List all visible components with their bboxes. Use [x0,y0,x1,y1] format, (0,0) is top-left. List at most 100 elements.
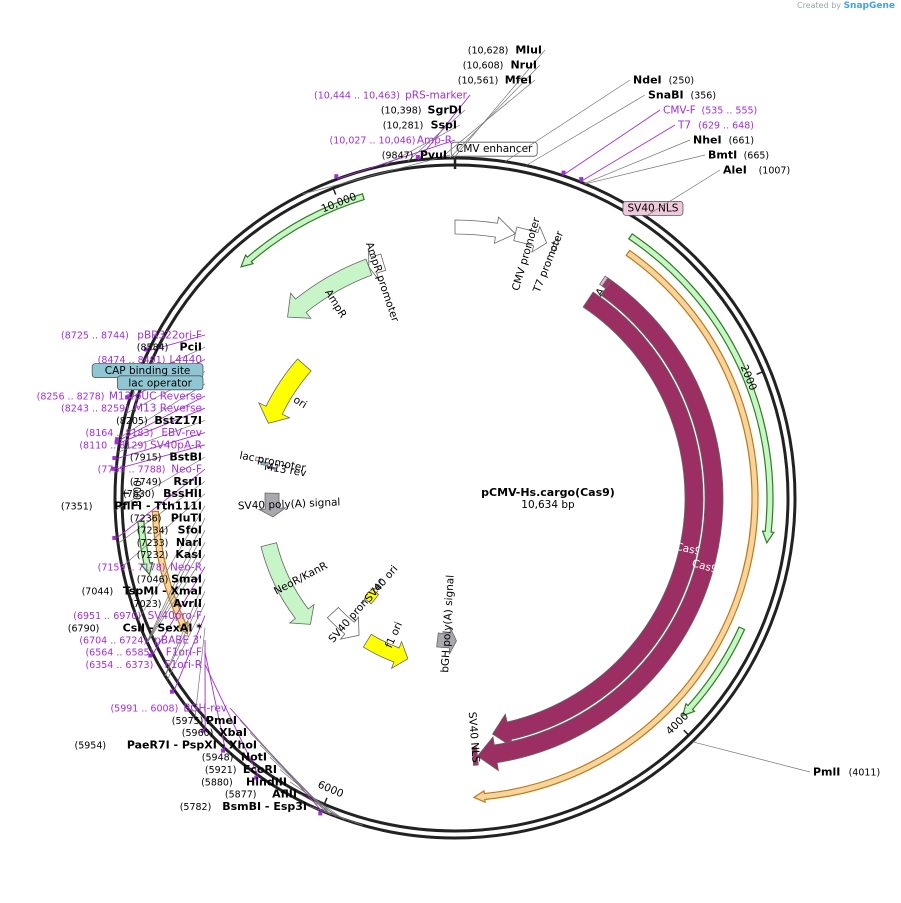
site-name: T7 [677,120,691,132]
site-sfoi: SfoI(7234) [137,524,202,537]
site-name: KasI [175,548,202,561]
site-name: SV40pro-F [148,610,202,622]
primer-mark [114,440,119,445]
feature-cas9-inner [491,291,704,749]
site-position: (5877) [225,790,257,801]
site-name: SfoI [178,524,202,537]
site-name: NheI [693,134,722,147]
site-position: (5880) [201,777,233,788]
feature-label-ampr-promoter: AmpR promoter [363,241,401,325]
site-name: BGH-rev [183,703,227,715]
site-name: BstZ17I [154,414,202,427]
primer-mark [143,347,148,352]
site-pvui: PvuI(9847) [382,149,447,162]
site-pmli: PmlI(4011) [813,766,880,779]
primer-mark [169,689,174,694]
site-name: HindIII [246,775,287,788]
site-position: (6790) [68,623,100,634]
site-name: SnaBI [648,89,684,102]
site-name: TspMI - XmaI [123,585,202,598]
site-position: (5991 .. 6008) [110,704,178,715]
site-position: (8584) [137,343,169,354]
leader-amp-r [337,139,456,180]
site-position: (8110 .. 8129) [79,440,147,451]
site-cmv-f: CMV-F(535 .. 555) [663,105,757,117]
primer-mark [318,811,323,816]
site-ebv-rev: EBV-rev (8164 .. 8183) [85,427,202,439]
site-position: (7232) [137,550,169,561]
site-name: NruI [510,59,537,72]
site-name: F1ori-R [165,659,202,671]
tick-label: 2000 [738,363,759,392]
site-t7: T7 (629 .. 648) [677,120,754,132]
site-position: (8164 .. 8183) [85,428,153,439]
site-name: SspI [431,119,457,132]
site-position: (8256 .. 8278) [37,392,105,403]
site-name: M13 Reverse [134,403,202,415]
site-position: (5960) [182,728,214,739]
feature-label-cas9-inner: Cas9 [674,541,702,558]
site-name: BstBI [169,451,202,464]
site-hindiii: HindIII (5880) [201,775,287,788]
primer-mark [254,775,259,780]
site-position: (7044) [82,587,114,598]
site-label-layer: MluI(10,628)NruI(10,608)MfeI(10,561)pRS-… [37,44,881,813]
site-m13-puc-reverse: M13/pUC Reverse(8256 .. 8278) [37,391,202,403]
site-position: (8243 .. 8259) [61,404,129,415]
feature-label-sv40-nls-bottom: SV40 NLS [466,711,482,763]
primer-mark [561,170,566,175]
site-name: NarI [176,536,202,549]
orf-orf-cas9-green [627,233,775,545]
orf-orf-ampr [240,193,365,268]
feature-box-sv40-nls-top: SV40 NLS [622,200,684,216]
leader-nhei [584,139,691,184]
site-name: Neo-R [170,561,202,573]
leader-ecori [279,769,337,817]
site-avrii: AvrII(7023) [130,597,202,610]
orf-layer [137,193,775,804]
primer-mark [334,174,339,179]
orf-orf-cas9-orange [472,249,759,804]
site-position: (5948) [202,753,234,764]
site-name: Amp-R [417,135,452,147]
feature-f1-ori [362,633,409,670]
site-nhei: NheI(661) [693,134,754,147]
site-position: (10,281) [383,121,424,132]
leader-ndei [504,79,631,162]
site-mfei: MfeI(10,561) [458,74,532,87]
site-f1ori-f: F1ori-F(6564 .. 6585) [85,647,202,659]
site-position: (8205) [116,416,148,427]
leader-f1ori-f [204,652,226,749]
site-pbabe-3: pBABE 3'(6704 .. 6724) [79,635,202,647]
site-bsmbi-esp3i: BsmBI - Esp3I(5782) [180,800,307,813]
site-name: EBV-rev [161,427,202,439]
leader-layer [111,49,811,826]
site-box [117,375,204,391]
tick-mark [683,729,690,736]
site-position: (6704 .. 6724) [79,636,147,647]
site-name: pRS-marker [405,90,468,102]
site-position: (6951 .. 6970) [73,611,141,622]
site-name: AleI [723,164,747,177]
site-name: AflII [272,788,297,801]
leader-bmti [585,154,706,185]
site-pluti: PluTI(7236) [130,512,202,525]
orf-orf-neo-green [137,520,154,576]
leader-pvui [302,154,451,195]
site-position: (1007) [759,166,791,177]
site-name: MfeI [505,74,532,87]
site-position: (629 .. 648) [698,121,754,132]
feature-t7-promoter [550,238,560,254]
leader-mlui [453,49,546,159]
site-mlui: MluI(10,628) [468,44,542,57]
leader-m13-reverse [119,407,206,444]
leader-bstz17i [118,420,206,453]
feature-sv40-promoter [326,606,360,640]
site-position: (7630) [123,489,155,500]
feature-label-ori: ori [291,394,309,411]
site-position: (9847) [382,151,414,162]
leader-ebv-rev [117,432,206,459]
feature-label-bgh-polya: bGH poly(A) signal [439,575,457,674]
svg-text:SV40 NLS: SV40 NLS [628,202,679,214]
